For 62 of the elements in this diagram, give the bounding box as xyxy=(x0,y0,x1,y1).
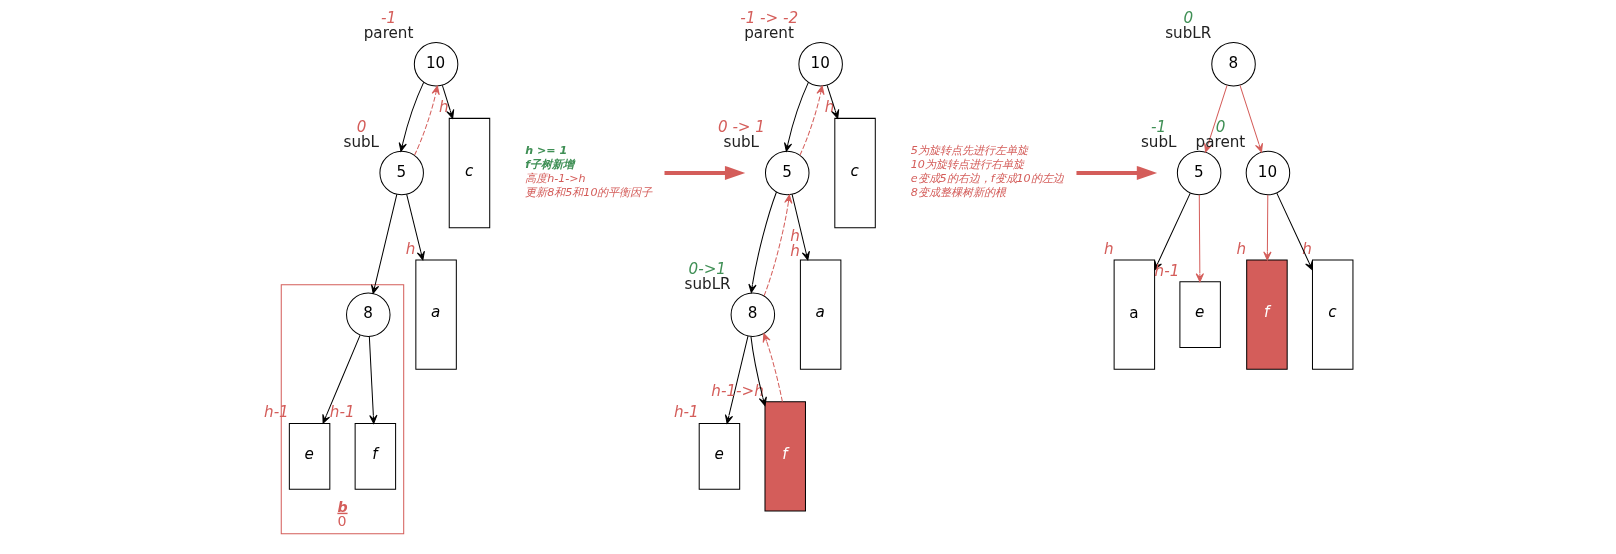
arrow xyxy=(791,193,810,261)
node-circle: 8 xyxy=(730,292,775,337)
node-label: h xyxy=(789,242,800,260)
node-label: h xyxy=(1301,239,1312,258)
node-label: h xyxy=(1236,239,1246,258)
node-label: 0 xyxy=(336,512,346,529)
node-box: e xyxy=(1178,281,1221,349)
node-box: a xyxy=(1113,259,1155,370)
node-box: c xyxy=(448,117,490,229)
node-box: c xyxy=(1311,259,1353,370)
arrow xyxy=(798,85,825,156)
node-box: f xyxy=(354,423,396,490)
node-label: subL xyxy=(342,133,379,152)
node-box: e xyxy=(288,423,330,490)
node-circle: 8 xyxy=(345,292,391,337)
arrow xyxy=(441,84,454,119)
arrow xyxy=(724,335,748,424)
node-circle: 10 xyxy=(1245,150,1290,196)
node-label: h xyxy=(405,239,415,258)
node-label: subL xyxy=(1140,133,1177,152)
node-label: h-1 xyxy=(329,403,355,422)
arrow xyxy=(664,165,745,181)
node-label: h xyxy=(438,98,449,117)
node-label: h xyxy=(824,98,834,117)
arrow xyxy=(747,191,777,294)
node-label: h-1 xyxy=(673,403,699,422)
node-circle: 8 xyxy=(1210,41,1256,87)
node-label: parent xyxy=(743,24,794,43)
node-label: subL xyxy=(722,133,759,152)
node-label: h-1 xyxy=(1154,261,1179,280)
node-text: 5为旋转点先进行左单旋 10为旋转点进行右单旋 e变成5的右边，f变成10的左边 8变成整棵树新的根 xyxy=(910,143,1064,200)
node-circle: 10 xyxy=(413,41,458,87)
node-box: f xyxy=(763,401,806,512)
node-circle: 5 xyxy=(378,150,424,196)
arrow xyxy=(405,193,425,261)
arrow xyxy=(1195,194,1204,283)
node-circle: 10 xyxy=(797,41,843,87)
node-circle: 5 xyxy=(1176,150,1221,196)
node-text: h >= 1 f子树新增 高度h-1->h 更新8和5和10的平衡因子 xyxy=(524,143,652,200)
arrow xyxy=(763,194,792,297)
node-label: subLR xyxy=(1164,24,1211,43)
arrow xyxy=(368,336,377,424)
arrow xyxy=(370,193,397,294)
arrow xyxy=(783,81,809,152)
arrow xyxy=(321,334,361,424)
arrow xyxy=(762,333,783,403)
arrow xyxy=(1262,194,1272,261)
node-box: f xyxy=(1245,259,1288,370)
arrow xyxy=(398,81,424,152)
node-circle: 5 xyxy=(764,150,809,196)
arrow xyxy=(826,84,839,119)
arrow xyxy=(1075,165,1157,181)
node-box: e xyxy=(698,423,740,490)
arrow xyxy=(749,336,767,407)
arrow xyxy=(413,85,440,156)
node-label: h xyxy=(1103,239,1114,258)
arrow xyxy=(1239,84,1263,153)
node-box: a xyxy=(799,259,841,370)
node-box: a xyxy=(414,259,457,370)
node-label: h xyxy=(789,226,800,245)
node-box: c xyxy=(833,117,876,229)
arrow xyxy=(1275,192,1313,271)
